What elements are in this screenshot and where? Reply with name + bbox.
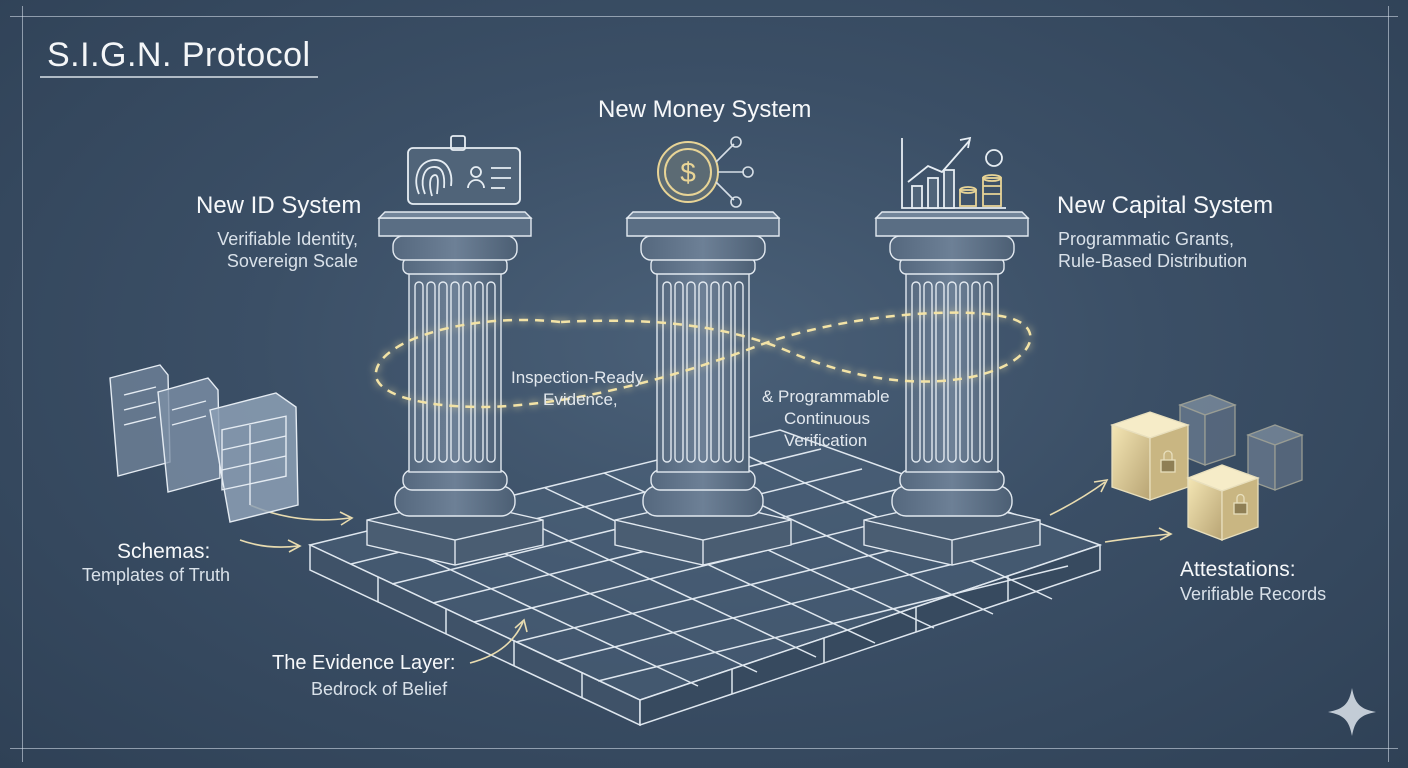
fingerprint-icon xyxy=(415,159,453,197)
title-underline xyxy=(40,76,318,78)
frame-top xyxy=(10,16,1398,17)
schemas-heading: Schemas: xyxy=(117,540,211,563)
verification-loop xyxy=(374,311,1032,409)
frame-left xyxy=(22,6,23,762)
dollar-coin-icon: $ xyxy=(657,136,754,208)
loop-label-left-1: Inspection-Ready xyxy=(511,368,644,387)
schemas-sub: Templates of Truth xyxy=(82,565,231,585)
id-system-heading: New ID System xyxy=(196,192,362,219)
frame-bottom xyxy=(10,748,1398,749)
loop-label-right-2: Continuous xyxy=(784,409,871,428)
attestations-sub: Verifiable Records xyxy=(1180,584,1327,604)
capital-system-heading: New Capital System xyxy=(1057,192,1274,219)
money-system-heading: New Money System xyxy=(598,96,812,123)
money-pillar xyxy=(614,211,792,566)
loop-label-right-3: Verification xyxy=(784,431,868,450)
growth-chart-icon xyxy=(901,136,1006,209)
capital-system-line1: Programmatic Grants, xyxy=(1058,229,1235,249)
id-pillar xyxy=(366,211,544,566)
frame-right xyxy=(1388,6,1389,762)
pillars xyxy=(366,211,1041,566)
attestations-heading: Attestations: xyxy=(1180,558,1296,581)
page-title: S.I.G.N. Protocol xyxy=(47,36,311,74)
id-system-line1: Verifiable Identity, xyxy=(217,229,358,249)
id-card-icon xyxy=(407,135,521,205)
evidence-layer-sub: Bedrock of Belief xyxy=(311,679,448,699)
capital-pillar xyxy=(863,211,1041,566)
leaf-icon xyxy=(985,149,1003,167)
evidence-layer-heading: The Evidence Layer: xyxy=(272,652,456,674)
id-system-line2: Sovereign Scale xyxy=(226,251,358,271)
lock-cube-icon xyxy=(1109,394,1304,541)
loop-label-right-1: & Programmable xyxy=(762,387,890,406)
document-icon xyxy=(109,364,299,523)
network-icon xyxy=(715,136,754,208)
sparkle-icon xyxy=(1328,688,1376,736)
loop-label-left-2: Evidence, xyxy=(543,390,618,409)
capital-system-line2: Rule-Based Distribution xyxy=(1058,251,1248,271)
coin-stack-icon xyxy=(959,174,1002,207)
svg-text:$: $ xyxy=(680,157,696,188)
